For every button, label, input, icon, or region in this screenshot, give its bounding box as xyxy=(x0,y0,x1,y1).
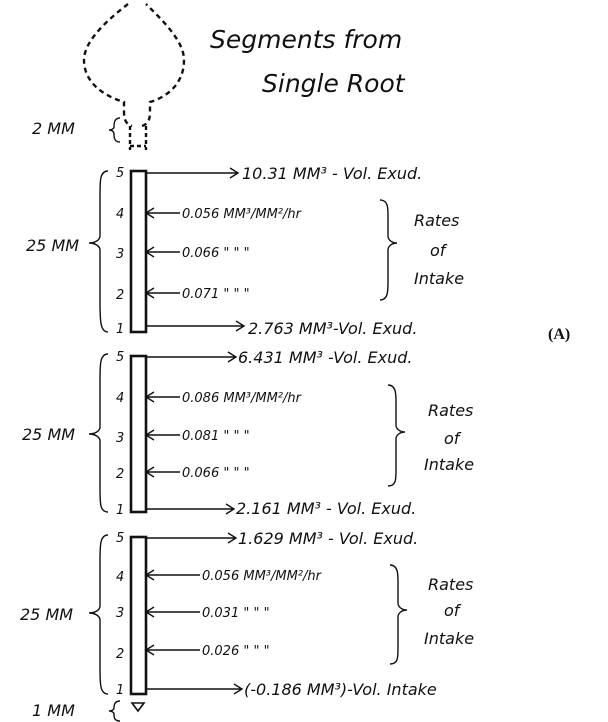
title-line-2: Single Root xyxy=(262,69,406,98)
rates-label-word: Intake xyxy=(424,455,474,474)
root-cap-icon xyxy=(132,703,144,711)
segment-1: 25 MM 5 4 3 2 1 10.31 MM³ - Vol. Exud. 0… xyxy=(26,164,464,338)
point-label: 3 xyxy=(116,431,124,446)
tip-bottom-length: 1 MM xyxy=(32,701,75,720)
exudation-arrow xyxy=(146,684,242,694)
segment-length-label: 25 MM xyxy=(20,605,73,624)
point-label: 4 xyxy=(116,207,124,222)
intake-arrow xyxy=(146,392,180,402)
exudation-bottom: (-0.186 MM³)-Vol. Intake xyxy=(244,680,437,699)
exudation-arrow xyxy=(146,321,244,331)
segment-length-brace xyxy=(89,535,108,694)
rates-label-word: of xyxy=(444,429,462,448)
panel-label: (A) xyxy=(548,326,570,344)
point-label: 5 xyxy=(116,350,124,365)
root-segment-bar xyxy=(131,171,146,332)
intake-rate: 0.056 MM³/MM²/hr xyxy=(182,207,303,222)
intake-arrow xyxy=(146,570,200,580)
segment-length-brace xyxy=(89,354,108,512)
point-label: 4 xyxy=(116,570,124,585)
point-label: 2 xyxy=(116,288,124,303)
rates-label-word: Intake xyxy=(414,269,464,288)
exudation-bottom: 2.763 MM³-Vol. Exud. xyxy=(248,319,417,338)
intake-arrow xyxy=(146,467,180,477)
rates-label-word: Rates xyxy=(414,211,459,230)
segment-2: 25 MM 5 4 3 2 1 6.431 MM³ -Vol. Exud. 0.… xyxy=(22,348,474,518)
root-segment-bar xyxy=(131,356,146,512)
intake-arrow xyxy=(146,430,180,440)
point-label: 5 xyxy=(116,531,124,546)
rates-label-word: Rates xyxy=(428,401,473,420)
point-label: 1 xyxy=(116,683,124,698)
segment-length-label: 25 MM xyxy=(22,425,75,444)
intake-rate: 0.066 " " " xyxy=(182,466,250,481)
segment-3: 25 MM 5 4 3 2 1 1.629 MM³ - Vol. Exud. 0… xyxy=(20,529,474,699)
exudation-arrow xyxy=(146,504,234,514)
exudation-arrow xyxy=(146,168,238,178)
intake-rate: 0.081 " " " xyxy=(182,429,250,444)
point-label: 1 xyxy=(116,503,124,518)
intake-rate: 0.056 MM³/MM²/hr xyxy=(202,569,323,584)
point-label: 3 xyxy=(116,606,124,621)
rates-brace xyxy=(388,385,405,486)
point-label: 2 xyxy=(116,467,124,482)
rates-label-word: Intake xyxy=(424,629,474,648)
point-label: 5 xyxy=(116,166,124,181)
dashed-root-stub xyxy=(130,126,146,150)
tip-bottom-brace xyxy=(109,701,120,721)
exudation-top: 10.31 MM³ - Vol. Exud. xyxy=(242,164,422,183)
title-line-1: Segments from xyxy=(210,25,402,54)
rates-label-word: of xyxy=(430,241,448,260)
intake-rate: 0.026 " " " xyxy=(202,644,270,659)
intake-arrow xyxy=(146,247,180,257)
intake-arrow xyxy=(146,208,180,218)
intake-rate: 0.066 " " " xyxy=(182,246,250,261)
point-label: 3 xyxy=(116,247,124,262)
exudation-arrow xyxy=(146,352,236,362)
point-label: 2 xyxy=(116,647,124,662)
point-label: 1 xyxy=(116,322,124,337)
intake-arrow xyxy=(146,645,200,655)
exudation-arrow xyxy=(146,533,236,543)
intake-rate: 0.086 MM³/MM²/hr xyxy=(182,391,303,406)
segment-length-brace xyxy=(89,171,108,332)
dashed-root-outline xyxy=(84,4,184,126)
exudation-top: 6.431 MM³ -Vol. Exud. xyxy=(238,348,413,367)
segment-length-label: 25 MM xyxy=(26,236,79,255)
tip-top-length: 2 MM xyxy=(32,119,75,138)
rates-label-word: Rates xyxy=(428,575,473,594)
intake-arrow xyxy=(146,607,200,617)
rates-label-word: of xyxy=(444,601,462,620)
intake-rate: 0.031 " " " xyxy=(202,606,270,621)
rates-brace xyxy=(380,200,397,300)
exudation-bottom: 2.161 MM³ - Vol. Exud. xyxy=(236,499,416,518)
exudation-top: 1.629 MM³ - Vol. Exud. xyxy=(238,529,418,548)
rates-brace xyxy=(390,565,407,664)
intake-arrow xyxy=(146,288,180,298)
point-label: 4 xyxy=(116,391,124,406)
intake-rate: 0.071 " " " xyxy=(182,287,250,302)
tip-top-brace xyxy=(109,118,120,142)
root-segment-bar xyxy=(131,537,146,694)
